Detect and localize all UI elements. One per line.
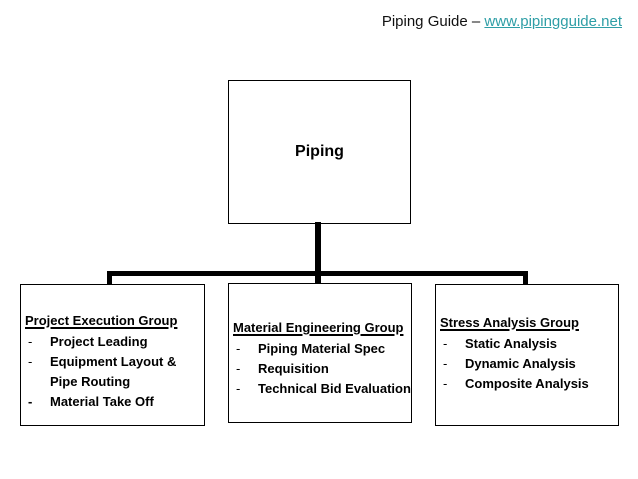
list-item: - Equipment Layout & Pipe Routing [25,352,204,392]
dash-bullet: - [443,376,448,391]
header-title: Piping Guide – [381,13,485,30]
list-item-text: Piping Material Spec [258,341,386,356]
dash-bullet: - [236,341,241,356]
dash-bullet: - [28,354,33,369]
dash-bullet: - [28,394,33,409]
connector-horizontal [107,271,528,276]
group-box-project-execution: Project Execution Group - Project Leadin… [20,284,205,426]
dash-bullet: - [236,381,241,396]
list-item: - Composite Analysis [440,374,618,394]
list-item: - Material Take Off [25,392,204,412]
header: Piping Guide – www.pipingguide.net [382,13,622,30]
list-item: - Static Analysis [440,334,618,354]
list-item: - Requisition [233,359,411,379]
list-item: - Dynamic Analysis [440,354,618,374]
list-item-text: Project Leading [50,334,148,349]
list-item-text: Equipment Layout & Pipe Routing [50,354,177,389]
list-item: - Technical Bid Evaluation [233,379,411,399]
list-item-text: Composite Analysis [465,376,589,391]
list-item-text: Technical Bid Evaluation [258,381,411,396]
group-box-stress-analysis: Stress Analysis Group - Static Analysis … [435,284,619,426]
connector-root-drop [315,222,321,283]
dash-bullet: - [443,336,448,351]
list-item-text: Static Analysis [465,336,558,351]
group-title: Stress Analysis Group [440,315,579,330]
group-box-material-engineering: Material Engineering Group - Piping Mate… [228,283,412,423]
dash-bullet: - [443,356,448,371]
connector-right-stub [523,271,528,285]
list-item-text: Material Take Off [50,394,154,409]
dash-bullet: - [28,334,33,349]
piping-root-label: Piping [295,143,344,160]
group-title: Project Execution Group [25,313,178,328]
group-title: Material Engineering Group [233,320,404,335]
header-link[interactable]: www.pipingguide.net [484,13,622,30]
dash-bullet: - [236,361,241,376]
list-item-text: Dynamic Analysis [465,356,576,371]
list-item-text: Requisition [258,361,329,376]
list-item: - Piping Material Spec [233,339,411,359]
list-item: - Project Leading [25,332,204,352]
piping-root-box: Piping [228,80,411,224]
connector-left-stub [107,271,112,285]
